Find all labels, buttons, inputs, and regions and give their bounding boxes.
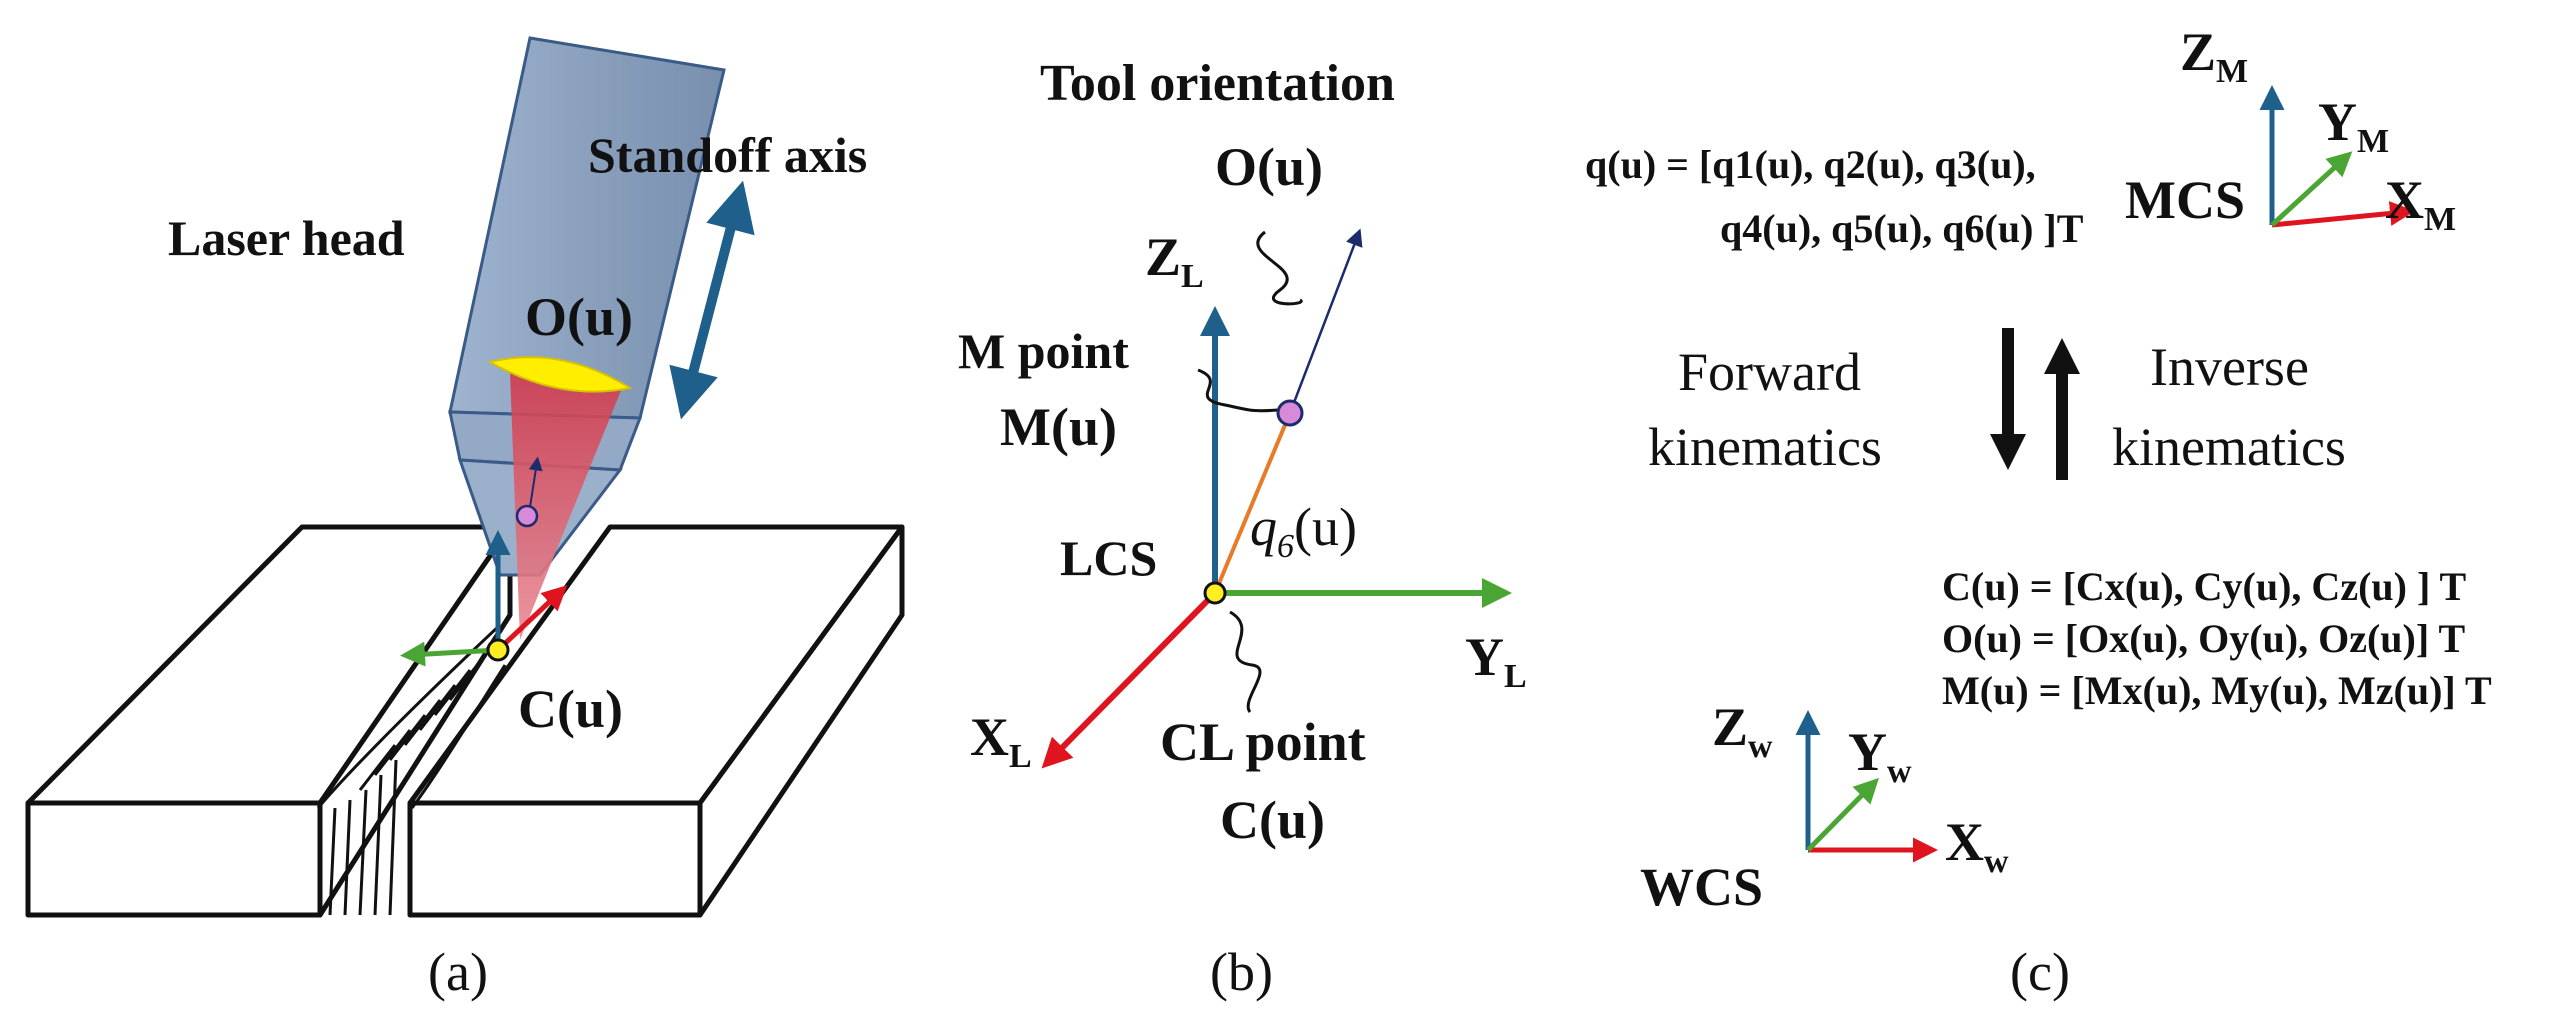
z-label-b: ZL bbox=[1145, 227, 1204, 295]
xw-label: Xw bbox=[1945, 812, 2009, 880]
caption-b: (b) bbox=[1210, 942, 1273, 1002]
leader-lines-b bbox=[1197, 230, 1303, 713]
wcs-axes bbox=[1795, 710, 1938, 863]
focus-lens bbox=[487, 356, 633, 393]
o-label-b: O(u) bbox=[1215, 137, 1323, 197]
kinematics-arrows bbox=[1990, 328, 2080, 480]
m-point-label: M point bbox=[958, 323, 1129, 379]
inverse-label-1: Inverse bbox=[2150, 337, 2309, 397]
panel-b: Tool orientation O(u) ZL M point M(u) LC… bbox=[958, 55, 1527, 1002]
q-equation-line1: q(u) = [q1(u), q2(u), q3(u), bbox=[1585, 142, 2036, 187]
workpiece-right bbox=[407, 524, 905, 918]
standoff-axis-label: Standoff axis bbox=[588, 127, 867, 183]
x-label-b: XL bbox=[970, 707, 1032, 775]
q6-label: q6(u) bbox=[1250, 497, 1357, 565]
o-label-a: O(u) bbox=[525, 287, 633, 347]
cl-point-a bbox=[486, 638, 510, 662]
xm-label: XM bbox=[2385, 170, 2456, 238]
weld-seam bbox=[316, 623, 507, 916]
o-equation: O(u) = [Ox(u), Oy(u), Oz(u)] T bbox=[1942, 616, 2465, 661]
panel-c: q(u) = [q1(u), q2(u), q3(u), q4(u), q5(u… bbox=[1585, 22, 2492, 1002]
x-axis-b bbox=[1041, 590, 1218, 769]
zm-label: ZM bbox=[2180, 22, 2248, 90]
m-point-b bbox=[1276, 399, 1304, 427]
laser-head-label: Laser head bbox=[168, 210, 405, 266]
q-equation-line2: q4(u), q5(u), q6(u) ]T bbox=[1720, 206, 2084, 251]
inverse-label-2: kinematics bbox=[2112, 417, 2346, 477]
m-point-a bbox=[515, 504, 539, 528]
ym-label: YM bbox=[2318, 92, 2389, 160]
y-label-b: YL bbox=[1465, 627, 1527, 695]
c-label-a: C(u) bbox=[518, 679, 623, 739]
cl-point-label: CL point bbox=[1160, 712, 1366, 772]
workpiece-left bbox=[25, 524, 513, 918]
mcs-label: MCS bbox=[2125, 170, 2245, 230]
m-label-b: M(u) bbox=[1000, 397, 1117, 457]
c-equation: C(u) = [Cx(u), Cy(u), Cz(u) ] T bbox=[1942, 564, 2467, 609]
mcs-axes bbox=[2259, 85, 2415, 228]
c-label-b: C(u) bbox=[1220, 790, 1325, 850]
wcs-label: WCS bbox=[1640, 857, 1763, 917]
zw-label: Zw bbox=[1712, 697, 1773, 765]
caption-c: (c) bbox=[2010, 942, 2070, 1002]
panel-a: Laser head Standoff axis O(u) C(u) (a) bbox=[25, 36, 905, 1002]
m-equation: M(u) = [Mx(u), My(u), Mz(u)] T bbox=[1942, 668, 2492, 713]
cl-point-b bbox=[1203, 581, 1227, 605]
yw-label: Yw bbox=[1848, 722, 1912, 790]
laser-head bbox=[448, 36, 726, 640]
lcs-label: LCS bbox=[1060, 530, 1157, 586]
tool-orientation-label: Tool orientation bbox=[1040, 55, 1395, 112]
standoff-axis-arrow bbox=[669, 180, 755, 420]
axes-a bbox=[400, 530, 568, 667]
forward-label-2: kinematics bbox=[1648, 417, 1882, 477]
caption-a: (a) bbox=[428, 942, 488, 1002]
forward-label-1: Forward bbox=[1678, 342, 1861, 402]
